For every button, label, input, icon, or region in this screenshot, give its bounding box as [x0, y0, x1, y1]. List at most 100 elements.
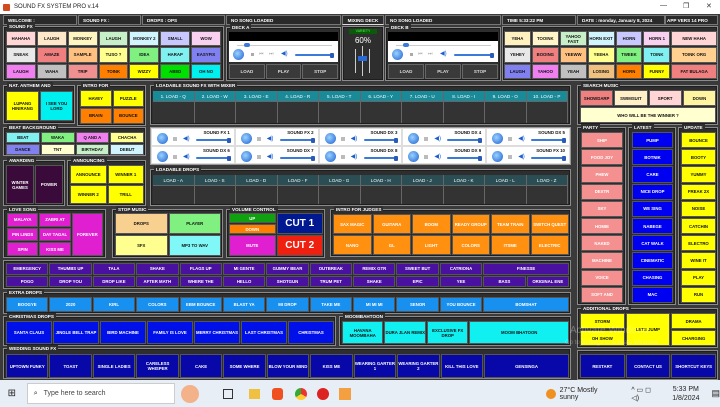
extra-button-2020[interactable]: 2020 [49, 297, 92, 312]
party-button-phew[interactable]: PHEW [581, 166, 623, 183]
beat-button-waka[interactable]: WAKA [40, 132, 75, 143]
soundfx-button-laugh[interactable]: LAUGH [6, 63, 36, 79]
volume-icon[interactable]: ◀) [350, 154, 358, 160]
load-slot-5[interactable]: LOAD - G [319, 175, 361, 185]
latest-button-mac[interactable]: MAC [632, 286, 673, 303]
fader-center[interactable] [362, 46, 363, 76]
extra-button-boogye[interactable]: BOOGYE [6, 297, 49, 312]
latest-button-botnik[interactable]: BOTNIK [632, 149, 673, 166]
load-slot-area-9[interactable] [485, 101, 527, 123]
deck-a-load-button[interactable]: LOAD [229, 64, 265, 79]
latest-button-nabege[interactable]: NABEGE [632, 218, 673, 235]
intro-button-havey[interactable]: HAVEY [80, 90, 112, 107]
extra-button-you-bounce[interactable]: YOU BOUNCE [439, 297, 483, 312]
stop-icon[interactable] [173, 155, 177, 159]
load-slot-area-8[interactable] [443, 101, 485, 123]
load-slot-6[interactable]: LOAD - H [360, 175, 402, 185]
extra-button-bomshat[interactable]: BOMSHAT [483, 297, 569, 312]
anthem-button-lupang-hinirang[interactable]: LUPANG HINIRANG [6, 91, 39, 121]
volume-slider[interactable] [279, 155, 315, 161]
update-button-catchin[interactable]: CATCHIN [681, 218, 716, 235]
party-button-sky[interactable]: SKY [581, 200, 623, 217]
volume-icon[interactable]: ◀) [350, 136, 358, 142]
deck-a-volume-slider[interactable] [295, 52, 334, 58]
beat-button-beat[interactable]: BEAT [6, 132, 40, 143]
love-button-forever[interactable]: FOREVER [71, 213, 103, 256]
fader-right[interactable] [369, 49, 370, 73]
notifications-icon[interactable]: ▤ [711, 388, 720, 398]
rightfx-button-horn[interactable]: HORN [615, 31, 643, 47]
chrome-icon[interactable] [295, 387, 308, 400]
deck-a-seek-thumb[interactable] [244, 43, 250, 47]
purple-button-hello[interactable]: HELLO [222, 275, 266, 287]
stop-icon[interactable] [424, 137, 429, 141]
purple-button-remix-gtr[interactable]: REMIX GTR [353, 263, 396, 275]
beat-button-q-and-a[interactable]: Q AND A [75, 132, 110, 143]
love-button-kiss-me[interactable]: KISS ME [39, 242, 71, 256]
load-slot-area-9[interactable] [485, 185, 527, 204]
purple-button-yee[interactable]: YEE [439, 275, 483, 287]
judges-button-light[interactable]: LIGHT [412, 235, 451, 255]
judges-button-boom[interactable]: BOOM [412, 214, 451, 234]
volume-button-cut-2[interactable]: CUT 2 [276, 235, 323, 256]
party-button-soft-and[interactable]: SOFT AND [581, 286, 623, 303]
load-slot-1[interactable]: 1. LOAD - Q [153, 91, 195, 101]
rightfx-button-yeah[interactable]: YEAH [559, 63, 587, 79]
beat-button-chacha[interactable]: CHACHA [110, 132, 144, 143]
task-view-icon[interactable] [222, 388, 233, 399]
volume-icon[interactable]: ◀) [266, 136, 274, 142]
stop-icon[interactable] [256, 137, 261, 141]
brave-browser-icon[interactable] [272, 387, 284, 400]
load-slot-10[interactable]: 10. LOAD - P [526, 91, 568, 101]
deck-a-play-icon[interactable] [233, 49, 244, 60]
load-slot-area-6[interactable] [360, 185, 402, 204]
soundfx-button-harap[interactable]: HARAP [160, 47, 191, 63]
stop-icon[interactable] [508, 137, 513, 141]
stop-icon[interactable] [340, 155, 345, 159]
system-button-shortcut-keys[interactable]: SHORTCUT KEYS [671, 354, 716, 378]
load-slot-area-10[interactable] [526, 101, 568, 123]
rightfx-button-booing[interactable]: BOOING [531, 47, 559, 63]
load-slot-area-4[interactable] [277, 185, 319, 204]
latest-button-chasing[interactable]: CHASING [632, 269, 673, 286]
volume-icon[interactable]: ◀) [183, 136, 190, 142]
christmas-button-santa-claus[interactable]: SANTA CLAUS [6, 321, 52, 344]
judges-button-ready-group[interactable]: READY GROUP [451, 214, 490, 234]
additional-button-lets-jump[interactable]: LETS JUMP [625, 313, 671, 346]
wedding-button-careless-whisper[interactable]: CARELESS WHISPER [136, 354, 179, 378]
latest-button-care[interactable]: CARE [632, 166, 673, 183]
latest-button-cinematic[interactable]: CINEMATIC [632, 252, 673, 269]
wedding-button-toast[interactable]: TOAST [49, 354, 92, 378]
deck-a-player[interactable]: ⏮ ⏭ ◀) [229, 41, 338, 62]
file-explorer-icon[interactable] [248, 388, 261, 399]
clock-time[interactable]: 5:33 PM [672, 385, 699, 393]
deck-a-seek-bar[interactable] [237, 45, 332, 46]
rightfx-button-horn[interactable]: HORN [615, 63, 643, 79]
purple-button-original-ene[interactable]: ORIGINAL ENE [526, 275, 569, 287]
load-slot-area-4[interactable] [277, 101, 319, 123]
additional-button-drama[interactable]: DRAMA [671, 313, 716, 329]
deck-a-volume-icon[interactable]: ◀) [281, 51, 288, 57]
load-slot-9[interactable]: LOAD - L [485, 175, 527, 185]
stop-icon[interactable] [340, 137, 345, 141]
taskbar-search[interactable]: ⌕ Type here to search [26, 383, 175, 404]
deck-a-play-button[interactable]: PLAY [265, 64, 302, 79]
love-button-zabri-at[interactable]: ZABRI AT [39, 213, 71, 227]
volume-slider[interactable] [447, 137, 483, 143]
load-slot-area-2[interactable] [194, 185, 236, 204]
announcing-button-winner-1[interactable]: WINNER 1 [107, 165, 144, 184]
stop-icon[interactable] [424, 155, 429, 159]
purple-button-pogo[interactable]: POGO [6, 275, 49, 287]
deck-b-prev-icon[interactable]: ⏮ [418, 51, 423, 57]
load-slot-area-7[interactable] [402, 101, 444, 123]
volume-icon[interactable]: ◀) [266, 154, 274, 160]
stop-icon[interactable] [508, 155, 513, 159]
purple-button-tala[interactable]: TALA [92, 263, 136, 275]
extra-button-mi-drop[interactable]: MI DROP [266, 297, 309, 312]
extra-button-take-me[interactable]: TAKE ME [309, 297, 353, 312]
wedding-button-kiss-me[interactable]: KISS ME [310, 354, 353, 378]
load-slot-area-2[interactable] [194, 101, 236, 123]
rightfx-button-horn-exit[interactable]: HORN EXIT [587, 31, 615, 47]
soundfx-button-laugh[interactable]: LAUGH [36, 31, 67, 47]
load-slot-7[interactable]: LOAD - J [402, 175, 444, 185]
